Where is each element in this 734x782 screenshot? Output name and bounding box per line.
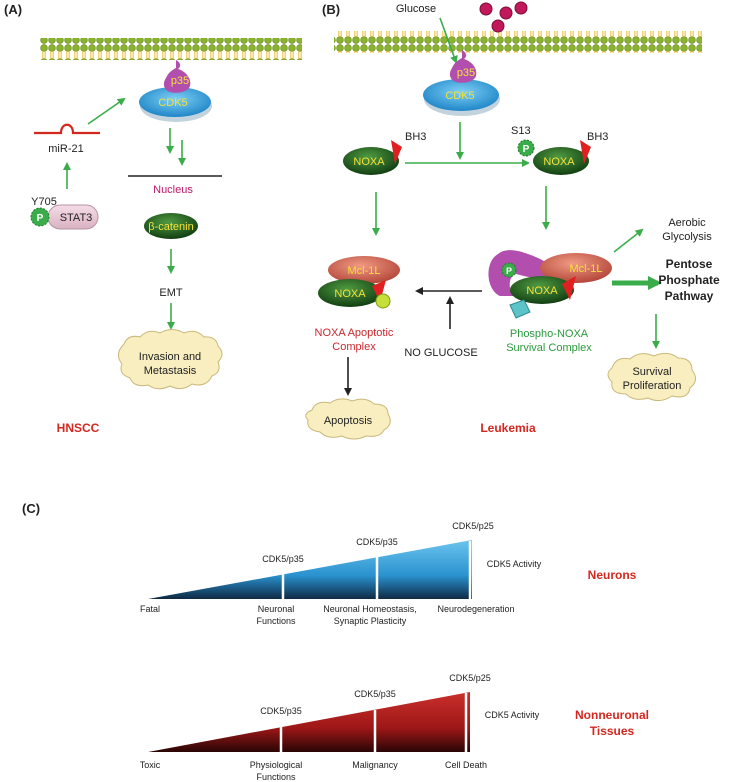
- panel-c-label: (C): [22, 501, 40, 516]
- arrow-mir21-to-cdk5: [87, 97, 126, 125]
- mcl1l-left: [328, 256, 400, 284]
- cdk5-b: [423, 79, 499, 111]
- neurons-stage-functions-2: Functions: [256, 616, 296, 626]
- cell-membrane-a: [40, 38, 302, 60]
- y705-label: Y705: [31, 196, 57, 208]
- s13-label: S13: [511, 125, 531, 137]
- arrow-glucose-to-cdk5: [439, 17, 458, 64]
- pentose-line-1: Pentose: [666, 257, 713, 271]
- noxa-in-complex-right: [510, 276, 574, 304]
- neurons-activity-wedge: [148, 540, 472, 599]
- survival-line-2: Proliferation: [623, 380, 682, 392]
- survival-complex-line-2: Survival Complex: [506, 342, 592, 354]
- cdk5-a: [139, 87, 211, 117]
- phospho-s13-icon: P: [517, 139, 535, 157]
- hnscc-caption: HNSCC: [57, 421, 100, 435]
- cell-membrane-b: [334, 31, 702, 53]
- arrow-to-aerobic-glycolysis: [613, 228, 644, 253]
- beta-catenin-protein: [144, 213, 198, 239]
- p35-label-a: p35: [171, 75, 189, 87]
- noxa-apoptotic-complex: Mcl-1L NOXA: [318, 256, 400, 309]
- noxa-complex-label-right: NOXA: [526, 285, 558, 297]
- survival-proliferation-cloud: [607, 352, 696, 402]
- phospho-p-label-a: P: [37, 213, 44, 224]
- tissues-activity-label: CDK5 Activity: [485, 710, 540, 720]
- bh3-label-left: BH3: [405, 131, 426, 143]
- invasion-line-2: Metastasis: [144, 365, 197, 377]
- neurons-activity-label: CDK5 Activity: [487, 559, 542, 569]
- panel-b-label: (B): [322, 2, 340, 17]
- tissues-mark-2: CDK5/p35: [354, 689, 396, 699]
- noxa-protein-left: [343, 147, 399, 175]
- mir21-label: miR-21: [48, 143, 83, 155]
- p35-a: [163, 60, 191, 93]
- noxa-label-right: NOXA: [543, 156, 575, 168]
- neurons-stage-homeostasis-2: Synaptic Plasticity: [334, 616, 407, 626]
- mir21-hairpin: [34, 123, 100, 135]
- pentose-line-2: Phosphate: [658, 273, 720, 287]
- neurons-stage-functions-1: Neuronal: [258, 604, 295, 614]
- neurons-stage-homeostasis-1: Neuronal Homeostasis,: [323, 604, 417, 614]
- p35-cdk5-complex-a: p35 CDK5: [139, 60, 212, 122]
- cdk5-p35-survival-part: [488, 250, 550, 296]
- apoptotic-complex-line-1: NOXA Apoptotic: [315, 327, 394, 339]
- panel-a-label: (A): [4, 2, 22, 17]
- noxa-protein-right: [533, 147, 589, 175]
- apoptosis-cloud: [305, 398, 391, 440]
- stat3-label: STAT3: [60, 212, 93, 224]
- tissues-mark-3: CDK5/p25: [449, 673, 491, 683]
- tissues-mark-1: CDK5/p35: [260, 706, 302, 716]
- beta-catenin-label: β-catenin: [148, 221, 193, 233]
- bh3-label-right: BH3: [587, 131, 608, 143]
- cdk5-label-b: CDK5: [445, 90, 474, 102]
- tissues-activity-wedge: [148, 692, 470, 752]
- leukemia-caption: Leukemia: [480, 421, 536, 435]
- phospho-y705-icon: P: [30, 207, 50, 227]
- tissues-stage-cell-death: Cell Death: [445, 760, 487, 770]
- neurons-mark-3: CDK5/p25: [452, 521, 494, 531]
- p35-b: [449, 50, 477, 83]
- noxa-complex-label-left: NOXA: [334, 288, 366, 300]
- survival-complex-line-1: Phospho-NOXA: [510, 328, 589, 340]
- apoptosis-label: Apoptosis: [324, 415, 373, 427]
- apoptotic-complex-line-2: Complex: [332, 341, 376, 353]
- phospho-noxa-survival-complex: Mcl-1L NOXA P: [488, 250, 612, 319]
- invasion-metastasis-cloud: [118, 329, 223, 390]
- invasion-line-1: Invasion and: [139, 351, 201, 363]
- neurons-mark-1: CDK5/p35: [262, 554, 304, 564]
- tissues-stage-physiological-1: Physiological: [250, 760, 303, 770]
- tissues-stage-malignancy: Malignancy: [352, 760, 398, 770]
- survival-line-1: Survival: [632, 366, 671, 378]
- neurons-stage-neurodegeneration: Neurodegeneration: [437, 604, 514, 614]
- tissues-caption-line-1: Nonneuronal: [575, 708, 649, 722]
- phospho-p-label-b: P: [523, 144, 530, 155]
- tissues-stage-toxic: Toxic: [140, 760, 161, 770]
- pentose-line-3: Pathway: [665, 289, 714, 303]
- phospho-p-label-c: P: [506, 266, 512, 276]
- noxa-label-left: NOXA: [353, 156, 385, 168]
- neurons-stage-fatal: Fatal: [140, 604, 160, 614]
- p35-cdk5-complex-b: p35 CDK5: [423, 50, 500, 116]
- mcl1l-label-right: Mcl-1L: [569, 263, 602, 275]
- tissues-caption-line-2: Tissues: [590, 724, 635, 738]
- noxa-in-complex-left: [318, 279, 382, 307]
- bh3-domain-left: [391, 140, 402, 164]
- no-glucose-label: NO GLUCOSE: [404, 347, 477, 359]
- aerobic-line-1: Aerobic: [668, 217, 706, 229]
- nucleus-label: Nucleus: [153, 184, 193, 196]
- neurons-caption: Neurons: [588, 568, 637, 582]
- mcl1l-label-left: Mcl-1L: [347, 265, 380, 277]
- cdk5-label-a: CDK5: [158, 97, 187, 109]
- p35-label-b: p35: [457, 67, 475, 79]
- mcl1l-right: [540, 253, 612, 283]
- neurons-mark-2: CDK5/p35: [356, 537, 398, 547]
- aerobic-line-2: Glycolysis: [662, 231, 712, 243]
- bh3-domain-right: [580, 140, 591, 164]
- glucose-label: Glucose: [396, 3, 436, 15]
- tissues-stage-physiological-2: Functions: [256, 772, 296, 782]
- glucose-molecules: [479, 1, 528, 33]
- emt-label: EMT: [159, 287, 183, 299]
